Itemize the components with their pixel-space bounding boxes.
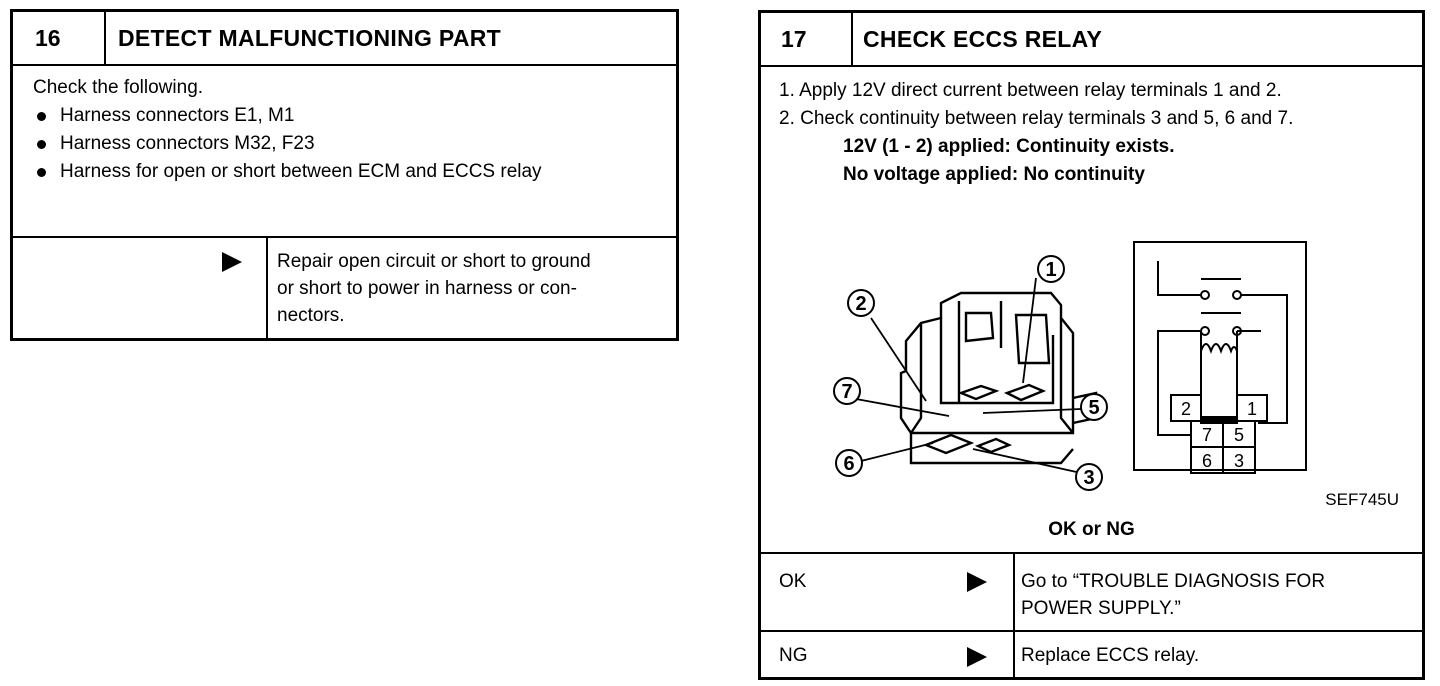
schematic-terminal-1: 1 <box>1247 399 1257 419</box>
schematic-terminal-5: 5 <box>1234 425 1244 445</box>
step-number: 16 <box>13 12 106 64</box>
figure-code: SEF745U <box>1325 490 1399 509</box>
terminal-callouts: 1 2 7 5 6 3 <box>833 255 1108 491</box>
step-16-panel: 16 DETECT MALFUNCTIONING PART Check the … <box>10 9 679 341</box>
result-action: Repair open circuit or short to ground o… <box>277 251 591 326</box>
schematic-terminal-6: 6 <box>1202 451 1212 471</box>
step-17-header: 17 CHECK ECCS RELAY <box>761 13 1422 67</box>
callout-1: 1 <box>1045 259 1056 281</box>
schematic-terminal-3: 3 <box>1234 451 1244 471</box>
relay-figure: 1 2 7 5 6 3 <box>833 241 1399 509</box>
schematic-terminal-7: 7 <box>1202 425 1212 445</box>
bullet-icon <box>37 167 46 177</box>
check-item: Harness connectors E1, M1 <box>33 102 542 130</box>
intro-text: Check the following. <box>33 77 204 98</box>
schematic-terminal-2: 2 <box>1181 399 1191 419</box>
bullet-icon <box>37 111 46 121</box>
bullet-icon <box>37 139 46 149</box>
relay-schematic <box>1133 241 1307 474</box>
arrow-right-icon <box>222 252 242 272</box>
result-action: Replace ECCS relay. <box>1021 645 1200 666</box>
arrow-right-icon <box>967 572 987 592</box>
relay-body-drawing <box>899 291 1098 465</box>
spec-line: No voltage applied: No continuity <box>843 164 1145 185</box>
callout-3: 3 <box>1083 467 1094 489</box>
check-item: Harness for open or short between ECM an… <box>33 158 542 186</box>
callout-6: 6 <box>843 453 854 475</box>
result-label: OK <box>779 571 807 592</box>
instruction-line: 2. Check continuity between relay termin… <box>779 108 1294 129</box>
callout-2: 2 <box>855 293 866 315</box>
step-title: DETECT MALFUNCTIONING PART <box>118 24 502 51</box>
step-17-instructions: 1. Apply 12V direct current between rela… <box>779 77 1293 189</box>
ok-or-ng-question: OK or NG <box>1048 519 1135 540</box>
result-label: NG <box>779 645 808 666</box>
step-16-header: 16 DETECT MALFUNCTIONING PART <box>13 12 676 66</box>
spec-line: 12V (1 - 2) applied: Continuity exists. <box>843 136 1175 157</box>
check-item: Harness connectors M32, F23 <box>33 130 542 158</box>
result-row-ng: NG Replace ECCS relay. <box>761 630 1422 677</box>
instruction-line: 1. Apply 12V direct current between rela… <box>779 80 1282 101</box>
callout-5: 5 <box>1088 397 1099 419</box>
step-17-panel: 17 CHECK ECCS RELAY 1. Apply 12V direct … <box>758 10 1425 680</box>
step-16-instructions: Check the following. Harness connectors … <box>33 74 542 186</box>
arrow-right-icon <box>967 647 987 667</box>
step-number: 17 <box>761 13 853 65</box>
result-row-ok: OK Go to “TROUBLE DIAGNOSIS FOR POWER SU… <box>761 552 1422 630</box>
callout-7: 7 <box>841 381 852 403</box>
step-16-result-row: Repair open circuit or short to ground o… <box>13 236 676 338</box>
step-title: CHECK ECCS RELAY <box>863 25 1103 52</box>
result-action: Go to “TROUBLE DIAGNOSIS FOR POWER SUPPL… <box>1021 571 1326 619</box>
